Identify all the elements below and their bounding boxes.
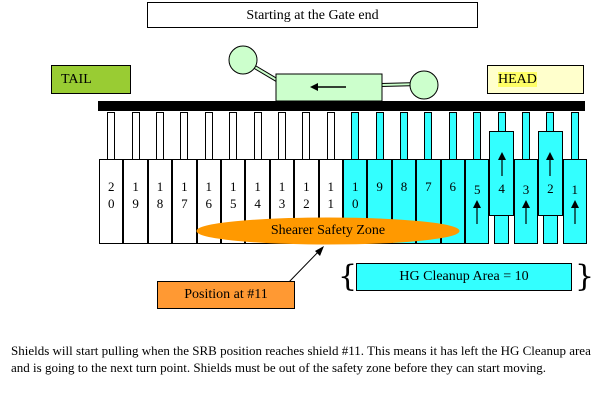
push-up-arrow-icon-1 — [570, 200, 579, 224]
shield-stem-12 — [302, 112, 311, 159]
shield-number-7: 7 — [425, 179, 432, 194]
push-up-arrow-icon-5 — [473, 200, 482, 224]
shield-17 — [172, 159, 197, 244]
shield-6 — [440, 159, 465, 244]
shield-base-2 — [543, 216, 558, 244]
push-up-arrow-icon-2 — [546, 152, 555, 176]
shield-stem-11 — [326, 112, 335, 159]
position-pointer — [287, 246, 324, 284]
left-arrow-icon — [310, 83, 346, 91]
shield-stem-17 — [180, 112, 189, 159]
shield-stem-10 — [351, 112, 360, 159]
safety-zone-ellipse — [196, 217, 460, 245]
shield-stem-5 — [473, 112, 482, 159]
shield-stem-1 — [570, 112, 579, 159]
shield-stem-7 — [424, 112, 433, 159]
shearer-drum-left — [228, 45, 258, 75]
shield-stem-16 — [204, 112, 213, 159]
shield-stem-3 — [522, 112, 530, 159]
explanation-note: Shields will start pulling when the SRB … — [11, 343, 591, 375]
shearer — [228, 45, 439, 102]
shield-stem-8 — [400, 112, 408, 159]
tail-label-box: TAIL — [51, 65, 131, 94]
cleanup-brace-left: { — [338, 259, 358, 294]
shield-number-2: 2 — [547, 181, 554, 196]
head-label: HEAD — [498, 72, 537, 87]
shield-stem-18 — [156, 112, 164, 159]
shield-number-8: 8 — [400, 179, 408, 194]
shield-number-9: 9 — [376, 179, 383, 194]
shield-stem-2 — [546, 112, 555, 131]
push-up-arrow-icon-3 — [522, 200, 530, 224]
shield-stem-19 — [131, 112, 140, 159]
shield-stem-14 — [253, 112, 262, 159]
shearer-drum-right — [409, 70, 439, 100]
head-label-box: HEAD — [487, 65, 584, 94]
push-up-arrow-icon-4 — [497, 152, 506, 176]
shield-stem-4 — [497, 112, 506, 131]
shield-20 — [99, 159, 124, 244]
shield-stem-6 — [448, 112, 457, 159]
shield-stem-9 — [375, 112, 384, 159]
cleanup-box: HG Cleanup Area = 10 — [356, 263, 572, 291]
shield-number-6: 6 — [449, 179, 457, 194]
cleanup-brace-right: } — [575, 259, 595, 294]
shield-base-4 — [494, 216, 509, 244]
shield-stem-13 — [278, 112, 286, 159]
position-box: Position at #11 — [157, 281, 295, 309]
conveyor-bar — [98, 101, 585, 111]
shield-stem-20 — [107, 112, 116, 159]
pointer-arrowhead — [315, 246, 324, 256]
shield-number-5: 5 — [473, 182, 481, 197]
shield-19 — [123, 159, 148, 244]
shield-number-1: 1 — [571, 182, 579, 197]
safety-zone — [196, 217, 460, 245]
shield-number-3: 3 — [522, 182, 530, 197]
shield-stem-15 — [229, 112, 238, 159]
shield-18 — [147, 159, 173, 244]
shield-number-4: 4 — [498, 181, 505, 196]
safety-zone-label: Shearer Safety Zone — [270, 223, 386, 238]
title-box: Starting at the Gate end — [147, 2, 478, 28]
